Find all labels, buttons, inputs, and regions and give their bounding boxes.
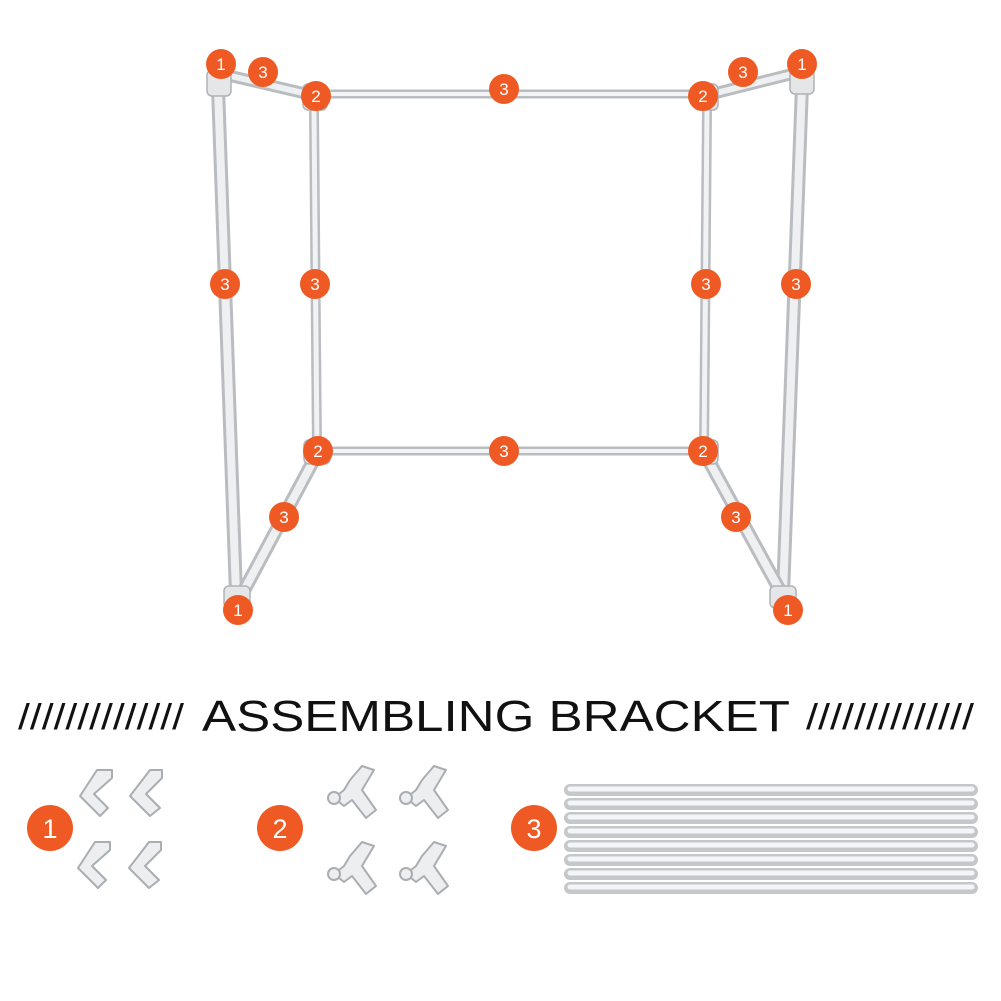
callout-top-right-side: 3 xyxy=(728,57,758,87)
tee-fitting-icon xyxy=(327,765,449,895)
svg-text:3: 3 xyxy=(526,814,541,844)
elbow-fitting-icon xyxy=(77,769,163,889)
callout-bottom-right-side: 3 xyxy=(721,502,751,532)
callout-bottom-left-corner: 1 xyxy=(223,595,253,625)
heading-left-slashes: ////////////// xyxy=(18,696,184,737)
legend-elbows: 1 xyxy=(27,769,163,889)
callout-bottom-center: 3 xyxy=(489,436,519,466)
svg-text:3: 3 xyxy=(701,275,710,294)
heading-right-slashes: ////////////// xyxy=(806,696,974,737)
callout-top-left-side: 3 xyxy=(248,57,278,87)
svg-text:1: 1 xyxy=(797,55,806,74)
svg-text:1: 1 xyxy=(216,55,225,74)
callout-right-outer-post: 3 xyxy=(781,269,811,299)
svg-text:1: 1 xyxy=(42,814,57,844)
callout-bottom-left-side: 3 xyxy=(269,502,299,532)
callout-top-center: 3 xyxy=(489,74,519,104)
callout-bottom-right-tee: 2 xyxy=(688,436,718,466)
svg-text:2: 2 xyxy=(313,442,322,461)
svg-text:1: 1 xyxy=(783,601,792,620)
svg-text:3: 3 xyxy=(738,63,747,82)
svg-text:2: 2 xyxy=(698,442,707,461)
svg-text:3: 3 xyxy=(731,508,740,527)
legend-badge-3: 3 xyxy=(511,805,557,851)
frame xyxy=(206,66,815,609)
svg-text:2: 2 xyxy=(698,87,707,106)
heading-title: ASSEMBLING BRACKET xyxy=(202,692,790,741)
svg-text:3: 3 xyxy=(499,80,508,99)
frame-callouts: 1 3 2 3 2 3 1 3 3 3 3 2 3 2 3 3 1 1 xyxy=(206,49,817,625)
callout-top-right-corner: 1 xyxy=(787,49,817,79)
legend-tees: 2 xyxy=(257,765,449,895)
callout-bottom-left-tee: 2 xyxy=(303,436,333,466)
legend-pipes: 3 xyxy=(511,784,978,894)
svg-text:3: 3 xyxy=(258,63,267,82)
callout-left-outer-post: 3 xyxy=(210,269,240,299)
callout-top-right-tee: 2 xyxy=(688,81,718,111)
legend-badge-2: 2 xyxy=(257,805,303,851)
svg-text:2: 2 xyxy=(311,87,320,106)
svg-text:3: 3 xyxy=(791,275,800,294)
section-heading: ////////////// ASSEMBLING BRACKET //////… xyxy=(18,692,974,741)
svg-text:2: 2 xyxy=(272,814,287,844)
svg-text:3: 3 xyxy=(279,508,288,527)
pipe-bundle-icon xyxy=(564,784,978,894)
callout-left-inner-post: 3 xyxy=(300,269,330,299)
svg-text:3: 3 xyxy=(220,275,229,294)
svg-text:3: 3 xyxy=(499,442,508,461)
callout-right-inner-post: 3 xyxy=(691,269,721,299)
callout-top-left-tee: 2 xyxy=(301,81,331,111)
legend-badge-1: 1 xyxy=(27,805,73,851)
svg-text:3: 3 xyxy=(310,275,319,294)
callout-bottom-right-corner: 1 xyxy=(773,595,803,625)
svg-text:1: 1 xyxy=(233,601,242,620)
callout-top-left-corner: 1 xyxy=(206,49,236,79)
